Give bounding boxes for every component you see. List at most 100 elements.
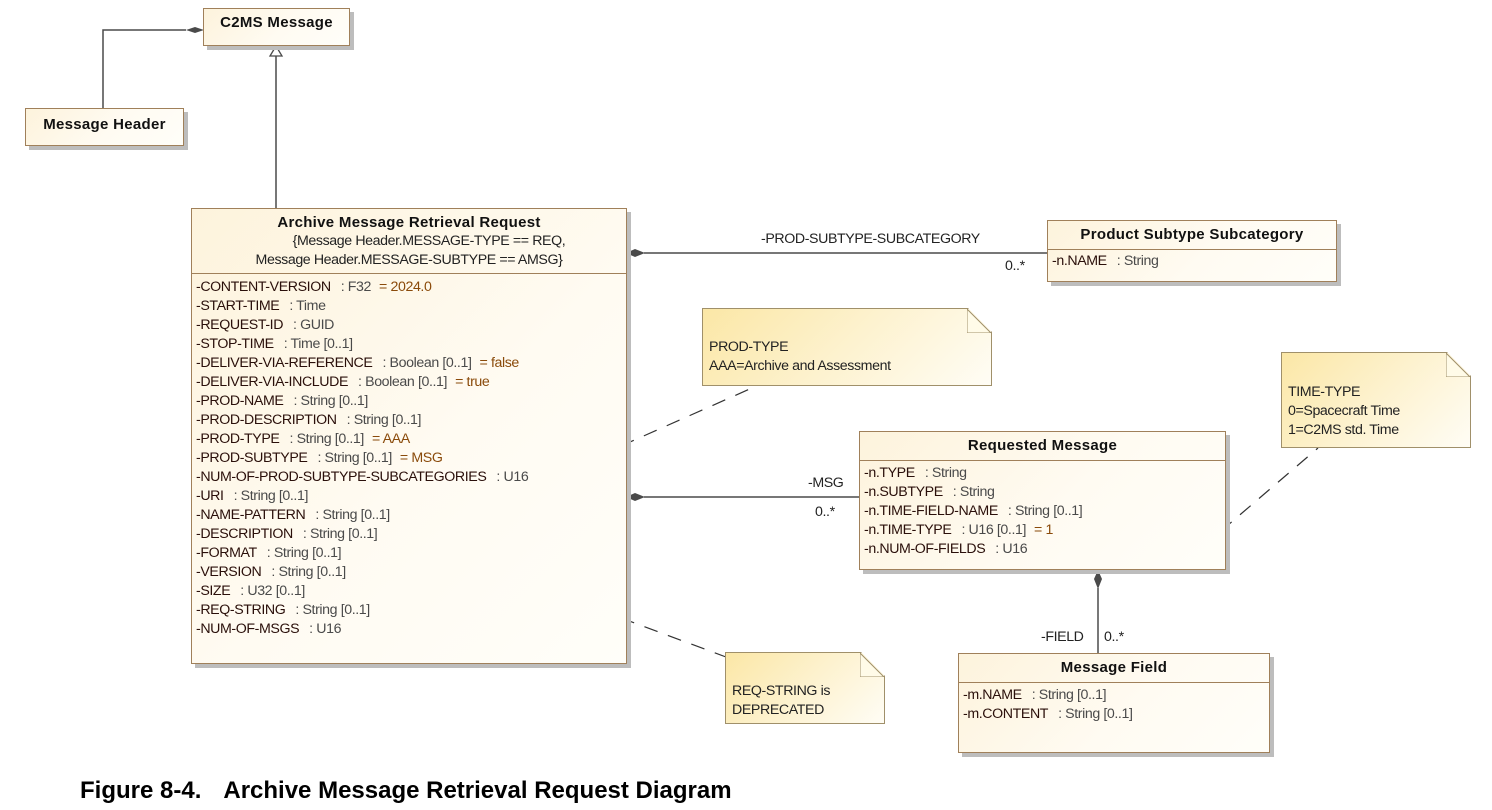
attribute-row[interactable]: -REQUEST-ID: GUID bbox=[196, 316, 622, 335]
class-requested-message[interactable]: Requested Message -n.TYPE: String-n.SUBT… bbox=[859, 431, 1226, 570]
attribute-name: -VERSION bbox=[196, 564, 262, 580]
role-label-field: -FIELD bbox=[1041, 629, 1084, 645]
attribute-row[interactable]: -FORMAT: String [0..1] bbox=[196, 544, 622, 563]
attribute-row[interactable]: -n.TYPE: String bbox=[864, 464, 1221, 483]
attribute-name: -n.TYPE bbox=[864, 465, 915, 481]
attribute-default: = false bbox=[479, 355, 520, 371]
attribute-row[interactable]: -URI : String [0..1] bbox=[196, 487, 622, 506]
attribute-name: -SIZE bbox=[196, 583, 231, 599]
attribute-name: -m.CONTENT bbox=[963, 706, 1049, 722]
attribute-default: = 1 bbox=[1034, 522, 1053, 538]
composition-diamond-field bbox=[1094, 570, 1102, 589]
attribute-name: -DESCRIPTION bbox=[196, 526, 293, 542]
attribute-type: : String [0..1] bbox=[295, 602, 370, 618]
class-name: Product Subtype Subcategory bbox=[1080, 226, 1304, 243]
attribute-row[interactable]: -DELIVER-VIA-INCLUDE: Boolean [0..1]= tr… bbox=[196, 373, 622, 392]
attribute-compartment: -CONTENT-VERSION: F32= 2024.0-START-TIME… bbox=[192, 273, 626, 639]
attribute-name: -CONTENT-VERSION bbox=[196, 279, 331, 295]
attribute-name: -NUM-OF-PROD-SUBTYPE-SUBCATEGORIES bbox=[196, 469, 487, 485]
attribute-default: = 2024.0 bbox=[379, 279, 432, 295]
class-product-subtype-subcategory[interactable]: Product Subtype Subcategory -n.NAME: Str… bbox=[1047, 220, 1337, 282]
attribute-name: -NUM-OF-MSGS bbox=[196, 621, 300, 637]
attribute-type: : Boolean [0..1] bbox=[358, 374, 448, 390]
composition-diamond-header bbox=[186, 27, 204, 33]
note-line: AAA=Archive and Assessment bbox=[709, 358, 891, 374]
attribute-compartment: -n.NAME: String bbox=[1048, 249, 1336, 271]
attribute-row[interactable]: -n.NAME: String bbox=[1052, 252, 1332, 271]
note-time-type[interactable]: TIME-TYPE 0=Spacecraft Time 1=C2MS std. … bbox=[1281, 352, 1471, 448]
attribute-row[interactable]: -SIZE: U32 [0..1] bbox=[196, 582, 622, 601]
attribute-row[interactable]: -PROD-NAME: String [0..1] bbox=[196, 392, 622, 411]
note-line: 0=Spacecraft Time bbox=[1288, 403, 1400, 419]
attribute-type: : U16 [0..1] bbox=[961, 522, 1027, 538]
attribute-type: : String [0..1] bbox=[233, 488, 309, 504]
note-line: REQ-STRING is bbox=[732, 683, 831, 699]
attribute-name: -m.NAME bbox=[963, 687, 1022, 703]
attribute-type: : Boolean [0..1] bbox=[382, 355, 472, 371]
attribute-row[interactable]: -n.NUM-OF-FIELDS: U16 bbox=[864, 540, 1221, 559]
class-name: Requested Message bbox=[967, 437, 1118, 454]
attribute-name: -DELIVER-VIA-INCLUDE bbox=[196, 374, 349, 390]
class-constraint-line1: {Message Header.MESSAGE-TYPE == REQ, bbox=[292, 233, 566, 249]
note-req-string[interactable]: REQ-STRING is DEPRECATED bbox=[725, 652, 885, 724]
attribute-row[interactable]: -CONTENT-VERSION: F32= 2024.0 bbox=[196, 278, 622, 297]
attribute-type: : String [0..1] bbox=[317, 450, 392, 466]
attribute-default: = AAA bbox=[371, 431, 410, 447]
composition-diamond-msg bbox=[626, 493, 645, 501]
attribute-type: : String [0..1] bbox=[1031, 687, 1107, 703]
attribute-name: -DELIVER-VIA-REFERENCE bbox=[196, 355, 373, 371]
note-line: PROD-TYPE bbox=[709, 339, 789, 355]
attribute-name: -REQUEST-ID bbox=[196, 317, 284, 333]
attribute-row[interactable]: -PROD-DESCRIPTION: String [0..1] bbox=[196, 411, 622, 430]
composition-diamond-prod-subtype bbox=[626, 249, 645, 257]
attribute-row[interactable]: -NUM-OF-PROD-SUBTYPE-SUBCATEGORIES: U16 bbox=[196, 468, 622, 487]
note-anchor-time-type bbox=[1220, 447, 1319, 532]
class-name: Archive Message Retrieval Request bbox=[277, 214, 541, 231]
attribute-type: : String [0..1] bbox=[1058, 706, 1133, 722]
attribute-row[interactable]: -NUM-OF-MSGS : U16 bbox=[196, 620, 622, 639]
attribute-name: -START-TIME bbox=[196, 298, 280, 314]
attribute-name: -PROD-TYPE bbox=[196, 431, 280, 447]
attribute-type: : Time [0..1] bbox=[283, 336, 353, 352]
attribute-type: : U16 bbox=[309, 621, 342, 637]
attribute-row[interactable]: -DELIVER-VIA-REFERENCE : Boolean [0..1] = … bbox=[196, 354, 622, 373]
class-constraint-line2: Message Header.MESSAGE-SUBTYPE == AMSG} bbox=[255, 252, 563, 268]
attribute-name: -PROD-DESCRIPTION bbox=[196, 412, 337, 428]
note-anchor-req-string bbox=[620, 617, 727, 658]
attribute-type: : String [0..1] bbox=[289, 431, 365, 447]
class-c2ms-message[interactable]: C2MS Message bbox=[203, 8, 350, 46]
attribute-row[interactable]: -n.TIME-FIELD-NAME : String [0..1] bbox=[864, 502, 1221, 521]
attribute-row[interactable]: -m.NAME : String [0..1] bbox=[963, 686, 1265, 705]
note-line: DEPRECATED bbox=[732, 702, 824, 718]
class-name: Message Field bbox=[1060, 659, 1168, 676]
note-fold-icon bbox=[1446, 353, 1470, 377]
class-archive-message-retrieval-request[interactable]: Archive Message Retrieval Request {Messa… bbox=[191, 208, 627, 664]
attribute-row[interactable]: -VERSION : String [0..1] bbox=[196, 563, 622, 582]
figure-caption: Figure 8-4.Archive Message Retrieval Req… bbox=[80, 777, 732, 805]
attribute-type: : String [0..1] bbox=[302, 526, 378, 542]
attribute-row[interactable]: -NAME-PATTERN: String [0..1] bbox=[196, 506, 622, 525]
note-anchor-prod-type bbox=[620, 387, 753, 447]
attribute-row[interactable]: -STOP-TIME: Time [0..1] bbox=[196, 335, 622, 354]
class-name: C2MS Message bbox=[220, 14, 333, 31]
attribute-type: : String bbox=[952, 484, 995, 500]
attribute-name: -n.TIME-FIELD-NAME bbox=[864, 503, 998, 519]
attribute-default: = MSG bbox=[399, 450, 443, 466]
attribute-row[interactable]: -PROD-SUBTYPE: String [0..1]= MSG bbox=[196, 449, 622, 468]
attribute-row[interactable]: -DESCRIPTION : String [0..1] bbox=[196, 525, 622, 544]
attribute-name: -FORMAT bbox=[196, 545, 257, 561]
attribute-type: : String [0..1] bbox=[271, 564, 346, 580]
attribute-row[interactable]: -n.SUBTYPE : String bbox=[864, 483, 1221, 502]
attribute-row[interactable]: -REQ-STRING: String [0..1] bbox=[196, 601, 622, 620]
attribute-name: -URI bbox=[196, 488, 224, 504]
attribute-type: : String [0..1] bbox=[1007, 503, 1083, 519]
note-prod-type[interactable]: PROD-TYPE AAA=Archive and Assessment bbox=[702, 308, 992, 386]
attribute-row[interactable]: -m.CONTENT : String [0..1] bbox=[963, 705, 1265, 724]
attribute-row[interactable]: -START-TIME: Time bbox=[196, 297, 622, 316]
attribute-row[interactable]: -n.TIME-TYPE: U16 [0..1]= 1 bbox=[864, 521, 1221, 540]
class-message-field[interactable]: Message Field -m.NAME: String [0..1]-m.C… bbox=[958, 653, 1270, 753]
class-message-header[interactable]: Message Header bbox=[25, 108, 184, 146]
note-fold-icon bbox=[967, 309, 991, 333]
attribute-name: -n.SUBTYPE bbox=[864, 484, 943, 500]
attribute-row[interactable]: -PROD-TYPE : String [0..1] = AAA bbox=[196, 430, 622, 449]
